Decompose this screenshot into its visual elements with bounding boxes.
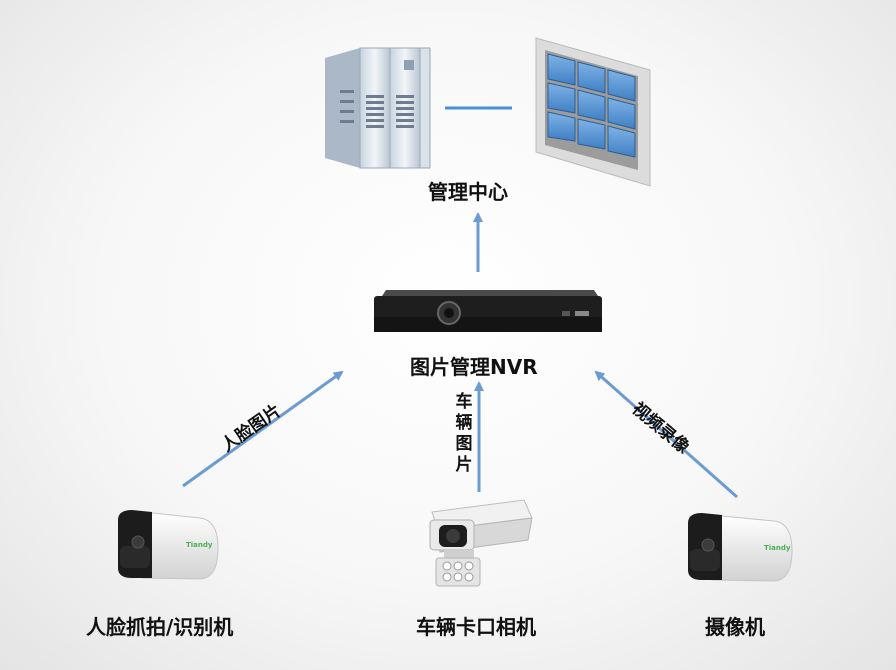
camera-icon: Tiandy [688,513,793,582]
nvr-label: 图片管理NVR [410,355,538,379]
vehicle-edge-char: 图 [455,434,473,454]
video-wall-icon [535,37,651,187]
vehicle-edge-char: 车 [455,392,473,412]
brand-logo: Tiandy [186,541,213,549]
camera-label: 摄像机 [705,615,765,639]
vehicle-edge-char: 片 [455,455,473,475]
brand-logo: Tiandy [764,544,791,552]
server-icon [325,47,431,169]
face-camera-label: 人脸抓拍/识别机 [86,615,234,639]
vehicle-camera-label: 车辆卡口相机 [416,615,536,639]
vehicle-camera-icon [429,499,533,587]
face-camera-icon: Tiandy [118,510,219,580]
center-label: 管理中心 [428,180,508,204]
nvr-icon [374,290,602,332]
vehicle-edge-label: 车 辆 图 片 [453,392,475,476]
arrow-camera-to-nvr [594,370,738,499]
vehicle-edge-char: 辆 [455,413,473,433]
arrow-face-to-nvr [182,370,344,488]
